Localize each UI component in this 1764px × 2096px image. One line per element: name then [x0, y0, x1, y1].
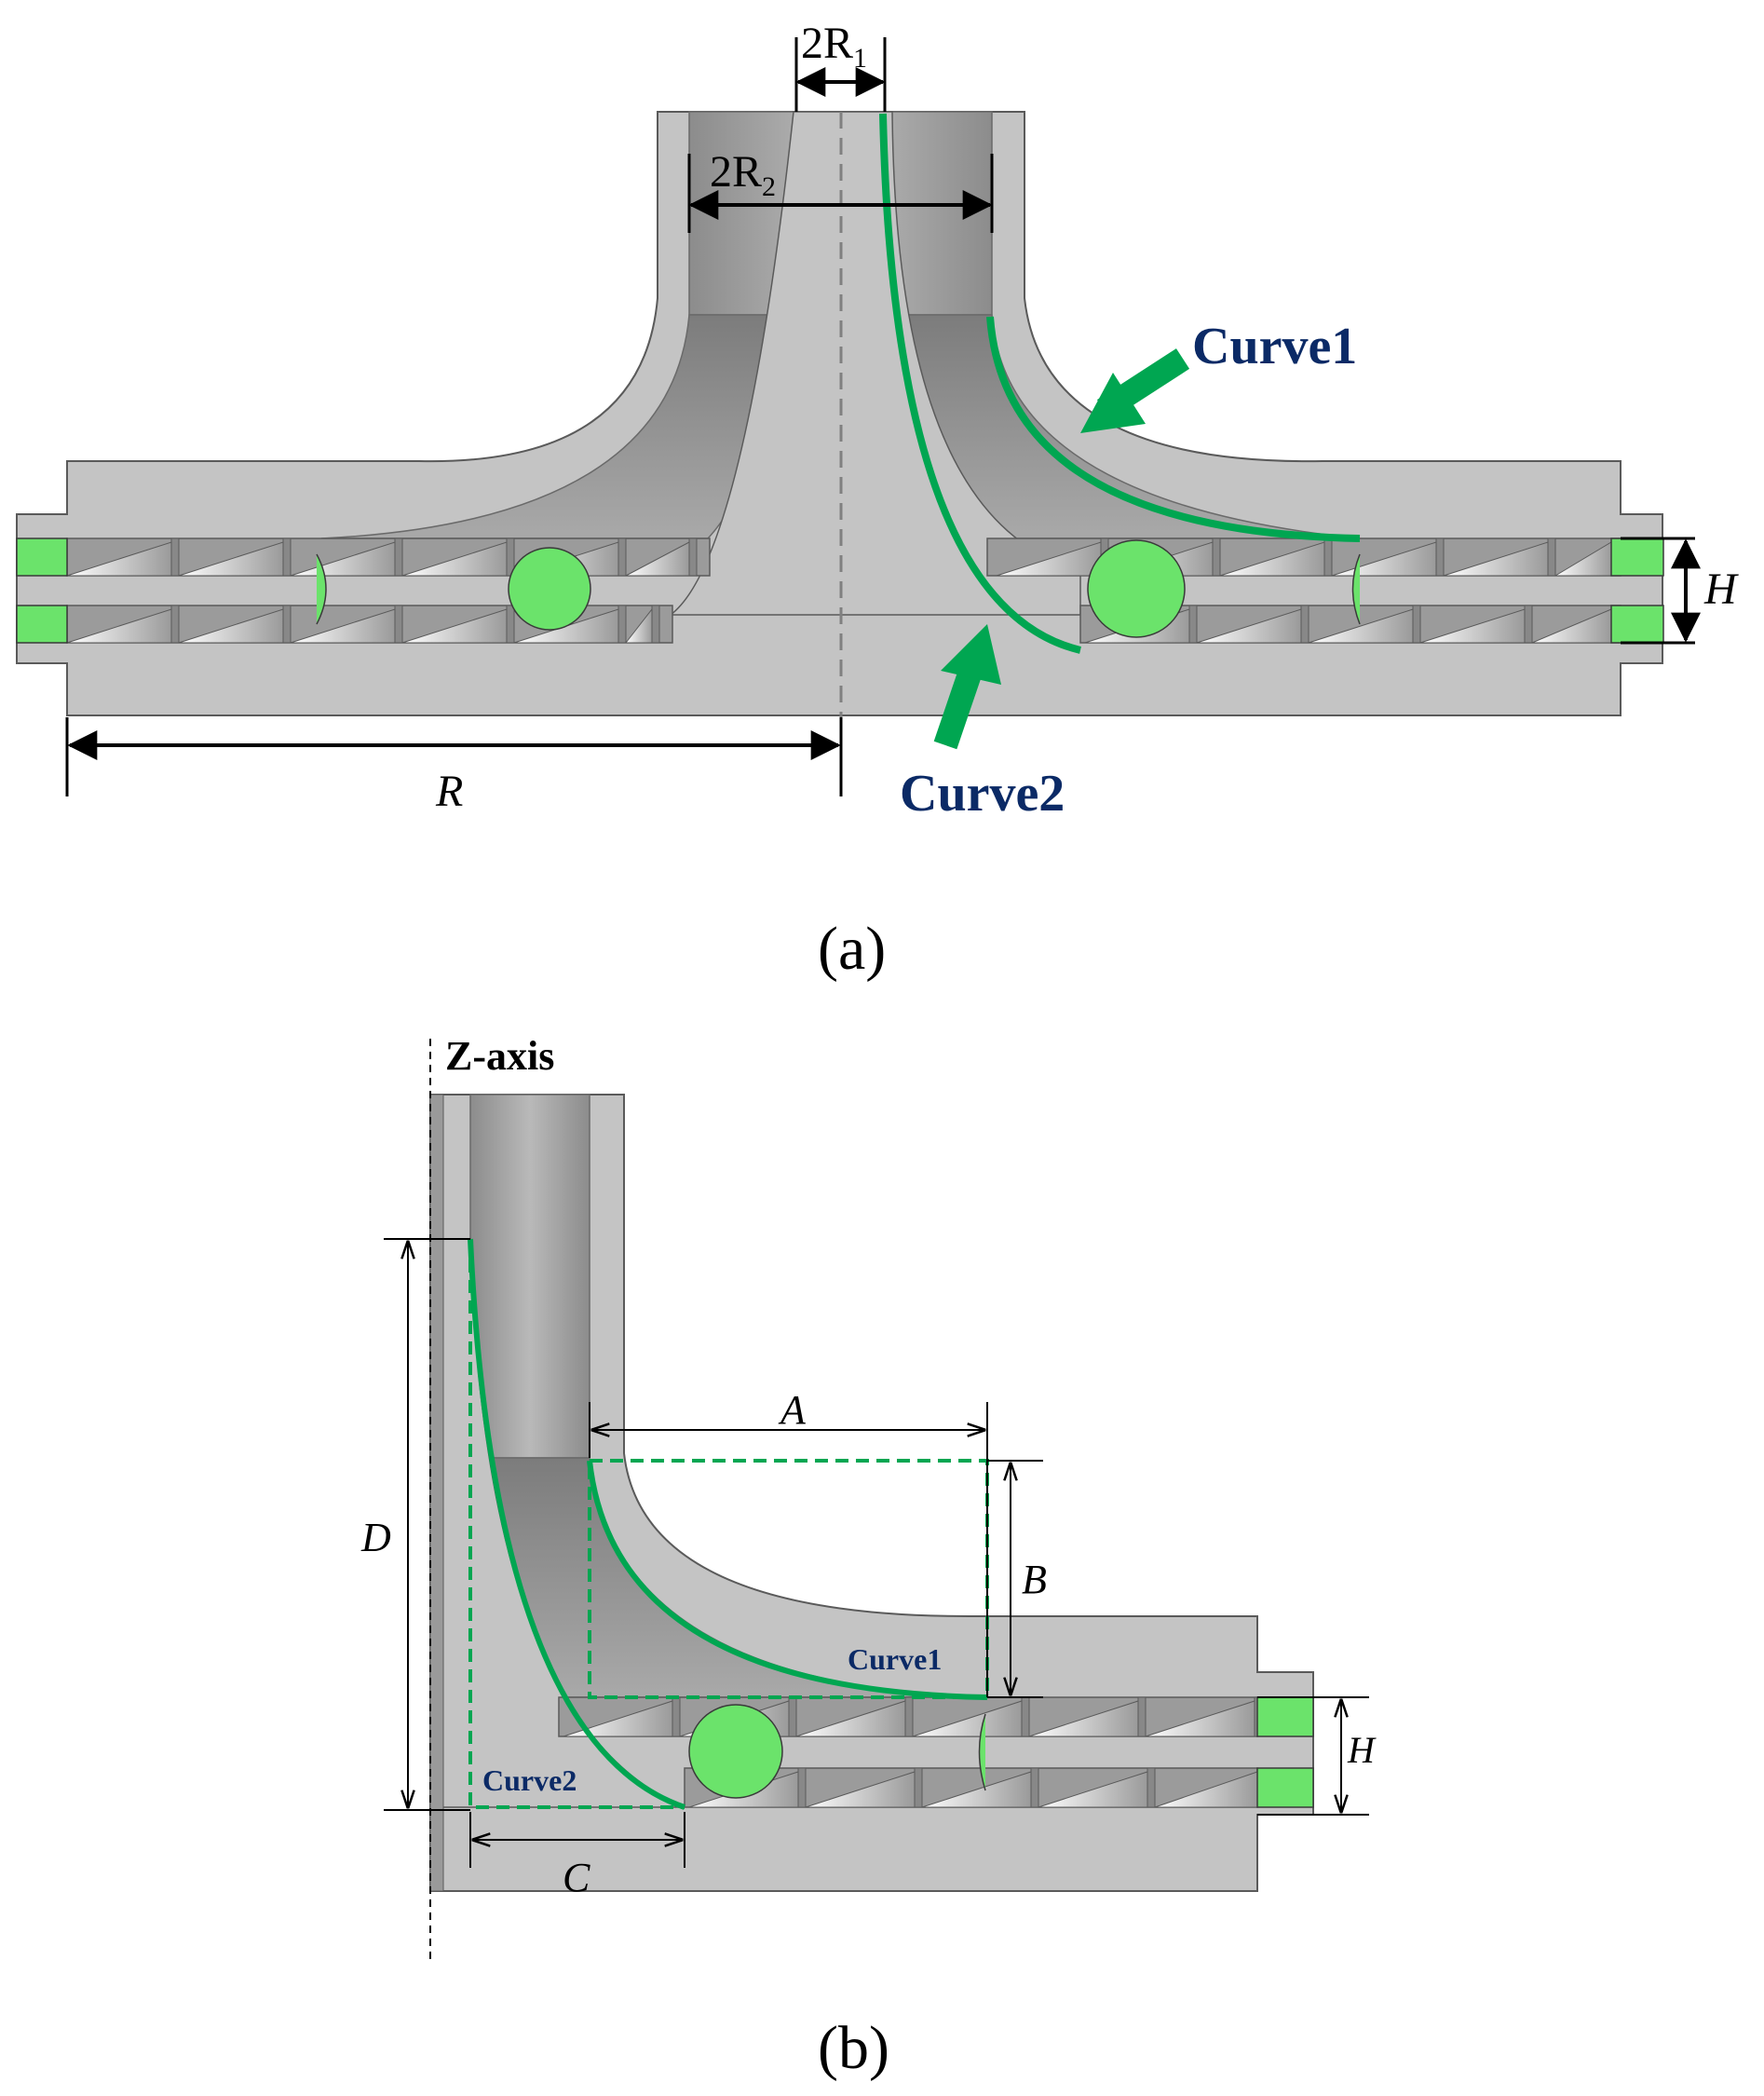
dim-2r1-label: 2R [801, 19, 853, 68]
svg-text:2R1: 2R1 [801, 19, 867, 74]
dim-h-label-a: H [1703, 565, 1739, 614]
svg-text:2R2: 2R2 [710, 147, 776, 202]
curve2-bounding-box [468, 1239, 685, 1809]
curve2-line-b [468, 1238, 685, 1810]
port-b-lower [1256, 1767, 1314, 1808]
vane-separator [282, 605, 292, 644]
curve1-label-b: Curve1 [848, 1642, 942, 1676]
caption-b: (b) [818, 2014, 889, 2082]
curve1-line-b [587, 1460, 988, 1700]
z-axis-label: Z-axis [445, 1033, 554, 1079]
curve2-label-b: Curve2 [482, 1763, 577, 1797]
vane-separator [688, 538, 698, 577]
dim-2r2-label: 2R [710, 147, 762, 197]
port-right-upper [1610, 538, 1664, 577]
vane-separator [1147, 1767, 1156, 1808]
vane-separator [617, 538, 627, 577]
vane-separator [788, 1696, 797, 1737]
vane-separator [170, 538, 180, 577]
port-right-lower [1610, 605, 1664, 644]
dim-d-label: D [360, 1515, 391, 1560]
vane-separator [1524, 605, 1533, 644]
curve1-label-a: Curve1 [1192, 318, 1357, 375]
vane-separator [672, 1696, 681, 1737]
caption-a: (a) [818, 915, 886, 983]
particle-left-edge [316, 553, 327, 625]
vane-separator [1300, 605, 1309, 644]
dim-b-label: B [1022, 1557, 1047, 1602]
vane-separator [1412, 605, 1421, 644]
vane-separator [170, 605, 180, 644]
vane-separator [506, 605, 515, 644]
dim-a-label: A [778, 1387, 807, 1433]
dim-r-label: R [435, 767, 463, 816]
vane-separator [1212, 538, 1221, 577]
vane-separator [1323, 538, 1333, 577]
curve1-arrow [1080, 348, 1190, 433]
particle-right [1087, 539, 1186, 638]
vane-separator [282, 538, 292, 577]
panel-a: 2R1 2R2 R H Curve1 Curve2 (a) [16, 19, 1739, 983]
port-left-lower [16, 605, 68, 644]
panel-b: Z-axis A B D C H Curve1 Curve2 (b) [360, 1033, 1377, 2082]
axis-wall-b [429, 1094, 444, 1892]
particle-b-edge [978, 1713, 986, 1791]
particle-left [508, 547, 591, 631]
dim-c-label: C [563, 1855, 590, 1900]
vane-separator [394, 605, 403, 644]
port-b-upper [1256, 1696, 1314, 1737]
port-left-upper [16, 538, 68, 577]
vane-separator [1547, 538, 1556, 577]
vane-separator [1137, 1696, 1147, 1737]
particle-right-edge [1351, 553, 1361, 625]
dim-h-label-b: H [1347, 1729, 1377, 1771]
vane-separator [1021, 1696, 1030, 1737]
vane-separator [1030, 1767, 1039, 1808]
curve2-label-a: Curve2 [900, 765, 1065, 823]
dim-2r1-sub: 1 [853, 43, 867, 74]
vane-separator [1435, 538, 1445, 577]
vane-separator [651, 605, 660, 644]
curve1-line [986, 316, 1361, 542]
vanes-a [66, 538, 1620, 644]
particle-b [688, 1704, 783, 1799]
vane-separator [1188, 605, 1198, 644]
vane-separator [617, 605, 627, 644]
vane-separator [914, 1767, 923, 1808]
curve2-line [879, 113, 1081, 654]
inlet-tube-b [469, 1094, 590, 1459]
vane-separator [904, 1696, 914, 1737]
vane-separator [797, 1767, 807, 1808]
curve2-arrow [933, 624, 1001, 750]
vane-separator [394, 538, 403, 577]
dim-2r2-sub: 2 [762, 171, 776, 202]
